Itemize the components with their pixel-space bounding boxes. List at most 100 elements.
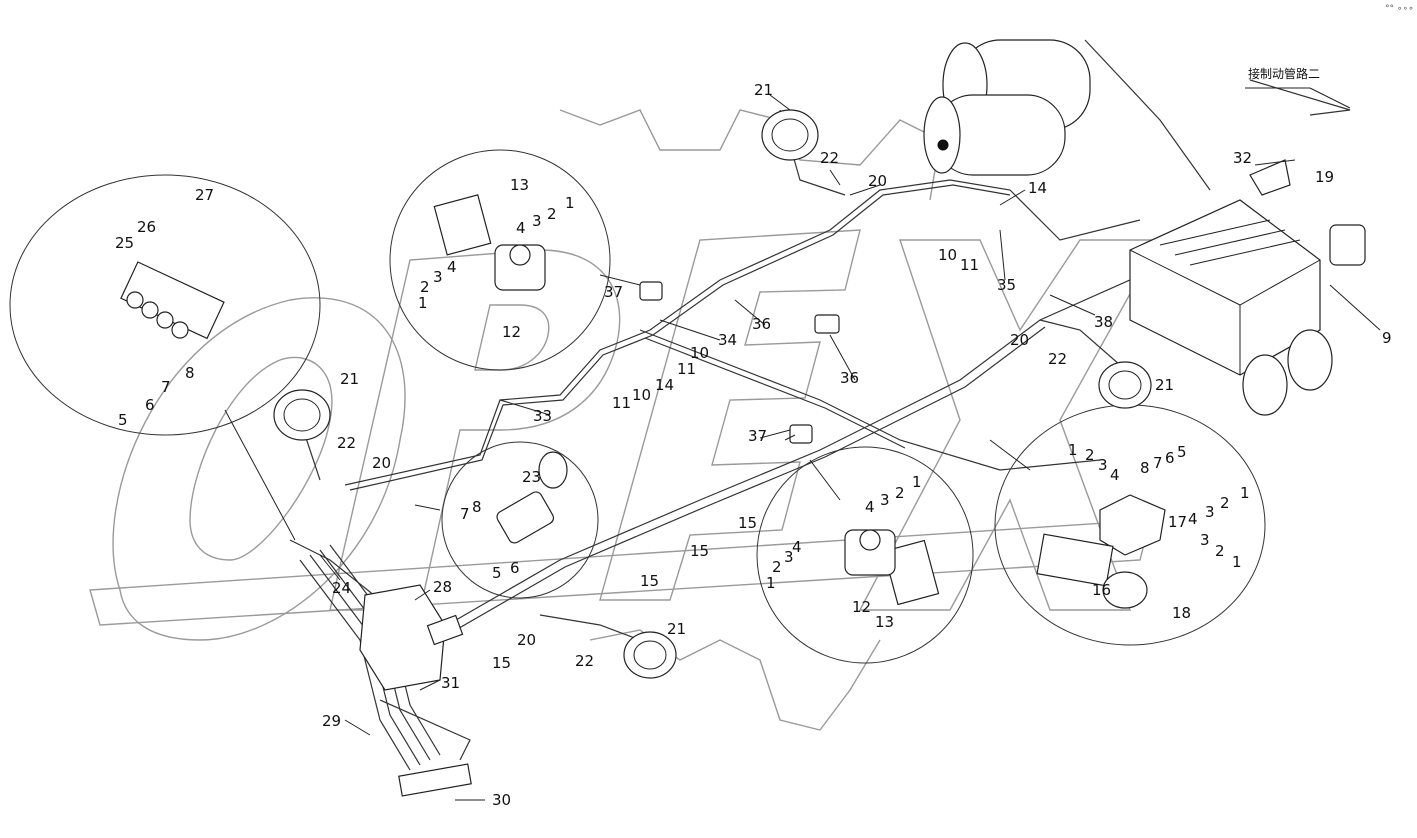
callout-8-center: 8: [472, 498, 482, 516]
header-marker: °° ∘∘∘: [1385, 4, 1414, 14]
brake-chamber-top: [761, 109, 819, 161]
callout-15-b: 15: [690, 542, 709, 560]
callout-22-bottom: 22: [575, 652, 594, 670]
callout-14-top: 14: [1028, 179, 1047, 197]
bracket-32: [1249, 159, 1291, 196]
callout-21-left: 21: [340, 370, 359, 388]
brake-chamber-bottom: [623, 631, 677, 679]
watermark-letter-e: [599, 229, 861, 601]
callout-30: 30: [492, 791, 511, 809]
callout-2-right-a: 2: [1085, 446, 1095, 464]
callout-6-left: 6: [145, 396, 155, 414]
callout-8-left: 8: [185, 364, 195, 382]
callout-13-top: 13: [510, 176, 529, 194]
foot-brake-valve: [359, 584, 464, 691]
callout-2-right-b: 2: [1220, 494, 1230, 512]
callout-6-center: 6: [510, 559, 520, 577]
four-circuit-valve: [1036, 494, 1166, 609]
callout-34: 34: [718, 331, 737, 349]
brake-chamber-left: [273, 389, 331, 441]
callout-1-top-b: 1: [418, 294, 428, 312]
callout-20-bottom: 20: [517, 631, 536, 649]
callout-11-mid: 11: [677, 360, 696, 378]
brake-chamber-right: [1098, 361, 1152, 409]
callout-20-top: 20: [868, 172, 887, 190]
callout-3-right-a: 3: [1098, 456, 1108, 474]
callout-7-left: 7: [161, 378, 171, 396]
callout-2-lower-b: 2: [772, 558, 782, 576]
callout-labels: 接制动管路二 27 26 25 8 7 6 5 13 1 2 3 4 4 3 2…: [115, 66, 1392, 809]
callout-4-top: 4: [516, 219, 526, 237]
callout-19: 19: [1315, 168, 1334, 186]
callout-22-right: 22: [1048, 350, 1067, 368]
callout-37-lower: 37: [748, 427, 767, 445]
callout-27: 27: [195, 186, 214, 204]
callout-3-right-b: 3: [1205, 503, 1215, 521]
callout-18: 18: [1172, 604, 1191, 622]
callout-4-top-b: 4: [447, 258, 457, 276]
tee-36: [814, 314, 840, 334]
callout-2-right-c: 2: [1215, 542, 1225, 560]
callout-32: 32: [1233, 149, 1252, 167]
callout-10-top: 10: [938, 246, 957, 264]
callout-4-lower: 4: [865, 498, 875, 516]
callout-5-center: 5: [492, 564, 502, 582]
watermark-letter-p: [329, 249, 621, 611]
detail-bubble-lower-valve: [756, 446, 974, 664]
callout-22-left: 22: [337, 434, 356, 452]
callout-11-top: 11: [960, 256, 979, 274]
callout-4-right-a: 4: [1110, 466, 1120, 484]
callout-36-lower: 36: [840, 369, 859, 387]
callout-21-top: 21: [754, 81, 773, 99]
callout-1-right-a: 1: [1068, 441, 1078, 459]
callout-28: 28: [433, 578, 452, 596]
connect-annotation: 接制动管路二: [1248, 66, 1320, 81]
callout-6-right: 6: [1165, 449, 1175, 467]
callout-3-lower: 3: [880, 491, 890, 509]
callout-7-right: 7: [1153, 454, 1163, 472]
callout-1-lower-b: 1: [766, 574, 776, 592]
watermark: [89, 109, 1162, 731]
callout-11-mid-b: 11: [612, 394, 631, 412]
callout-16: 16: [1092, 581, 1111, 599]
callout-33: 33: [533, 407, 552, 425]
callout-15-c: 15: [640, 572, 659, 590]
callout-35: 35: [997, 276, 1016, 294]
callout-1-right-b: 1: [1240, 484, 1250, 502]
leader-lines: [224, 87, 1381, 801]
callout-26: 26: [137, 218, 156, 236]
callout-3-top-b: 3: [433, 268, 443, 286]
callout-14-mid: 14: [655, 376, 674, 394]
callout-22-top: 22: [820, 149, 839, 167]
relay-valve-top: [433, 194, 546, 291]
callout-20-right: 20: [1010, 331, 1029, 349]
watermark-letter-o: [112, 297, 406, 641]
callout-1-right-c: 1: [1232, 553, 1242, 571]
callout-9: 9: [1382, 329, 1392, 347]
callout-8-right: 8: [1140, 459, 1150, 477]
handbrake-valve: [496, 451, 568, 544]
callout-2-lower: 2: [895, 484, 905, 502]
relay-valve-lower: [844, 529, 940, 606]
callout-4-right-b: 4: [1188, 510, 1198, 528]
callout-31: 31: [441, 674, 460, 692]
callout-12-top: 12: [502, 323, 521, 341]
manifold-block: [120, 261, 225, 340]
callout-3-right-c: 3: [1200, 531, 1210, 549]
callout-5-left: 5: [118, 411, 128, 429]
air-tank-lower: [923, 94, 1066, 176]
small-valve-37-lower: [789, 424, 813, 444]
callout-5-right: 5: [1177, 443, 1187, 461]
callout-15-a: 15: [738, 514, 757, 532]
callout-21-right: 21: [1155, 376, 1174, 394]
reservoir-unit: [1129, 199, 1366, 416]
callout-4-lower-b: 4: [792, 538, 802, 556]
callout-12-lower: 12: [852, 598, 871, 616]
callout-36-upper: 36: [752, 315, 771, 333]
callout-23: 23: [522, 468, 541, 486]
callout-24: 24: [332, 579, 351, 597]
callout-37-top: 37: [604, 283, 623, 301]
callout-3-top: 3: [532, 212, 542, 230]
